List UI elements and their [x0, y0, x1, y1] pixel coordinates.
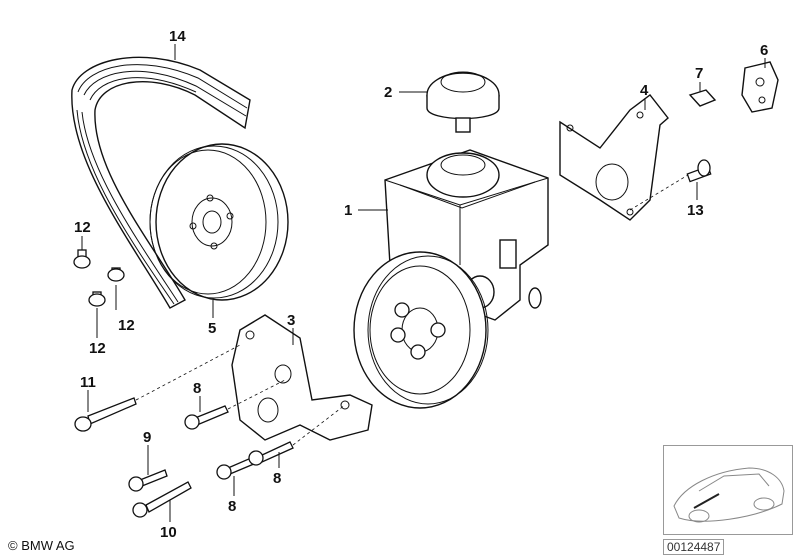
mounting-plate [741, 61, 779, 113]
callout-9: 9 [143, 429, 151, 446]
callout-14: 14 [169, 28, 186, 45]
callout-2: 2 [384, 84, 392, 101]
callout-3: 3 [287, 312, 295, 329]
callout-12a: 12 [74, 219, 91, 236]
copyright-text: © BMW AG [8, 538, 75, 553]
bolt-13 [686, 159, 712, 183]
power-steering-pump [353, 149, 549, 409]
callout-12c: 12 [89, 340, 106, 357]
callout-8b: 8 [273, 470, 281, 487]
callout-12b: 12 [118, 317, 135, 334]
pulley [149, 143, 289, 301]
callout-5: 5 [208, 320, 216, 337]
bolt-8c [248, 441, 294, 466]
image-number: 00124487 [663, 539, 725, 555]
callout-8a: 8 [193, 380, 201, 397]
leader-lines [81, 44, 766, 522]
callout-7: 7 [695, 65, 703, 82]
lower-bracket [231, 314, 373, 441]
bolt-12c [88, 291, 106, 307]
bolt-11 [74, 397, 137, 432]
callout-6: 6 [760, 42, 768, 59]
bolt-9 [128, 469, 168, 492]
bolt-12a [73, 249, 91, 269]
reservoir-cap [426, 71, 500, 133]
callout-11: 11 [80, 374, 96, 391]
callout-8c: 8 [228, 498, 236, 515]
bolt-10 [132, 481, 192, 518]
assembly-lines [135, 174, 689, 446]
car-outline-icon [673, 467, 785, 523]
vehicle-reference-thumbnail [663, 445, 793, 535]
bolt-8a [184, 405, 229, 430]
clip-nut [688, 89, 717, 107]
upper-bracket [559, 94, 669, 221]
callout-13: 13 [687, 202, 704, 219]
callout-1: 1 [344, 202, 352, 219]
bolt-12b [107, 267, 125, 282]
callout-4: 4 [640, 82, 649, 99]
callout-10: 10 [160, 524, 177, 541]
drive-belt [71, 56, 251, 309]
